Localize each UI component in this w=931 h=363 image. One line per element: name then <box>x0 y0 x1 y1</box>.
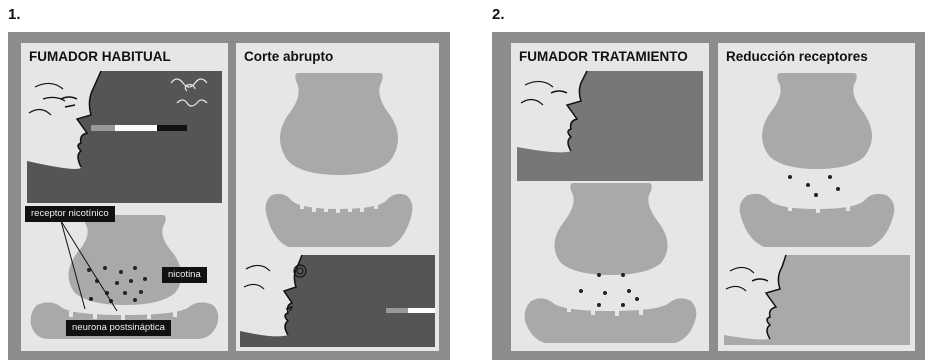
cigarette-ash <box>157 125 187 131</box>
panel-3-illustration <box>511 43 709 351</box>
postsynaptic-neuron <box>525 298 697 343</box>
nicotine-molecules <box>788 175 840 197</box>
label-neurona-postsinaptica: neurona postsináptica <box>66 320 171 336</box>
cigarette-filter <box>386 308 408 313</box>
panel-fumador-habitual: FUMADOR HABITUAL <box>21 43 228 351</box>
cigarette-paper <box>408 308 435 313</box>
panel-reduccion-receptores: Reducción receptores <box>718 43 915 351</box>
postsynaptic-neuron <box>740 194 895 247</box>
presynaptic-terminal <box>762 73 872 169</box>
label-nicotina: nicotina <box>162 267 207 283</box>
panel-fumador-tratamiento: FUMADOR TRATAMIENTO <box>511 43 709 351</box>
postsynaptic-neuron <box>266 194 413 247</box>
panel-corte-abrupto: Corte abrupto <box>236 43 439 351</box>
panel-2-illustration <box>236 43 439 351</box>
cigarette-filter <box>91 125 115 131</box>
panel-4-illustration <box>718 43 915 351</box>
panel-1-illustration <box>21 43 228 351</box>
cigarette-paper <box>115 125 157 131</box>
group-number-2: 2. <box>492 6 505 23</box>
presynaptic-terminal <box>280 73 398 175</box>
group-number-1: 1. <box>8 6 21 23</box>
presynaptic-terminal <box>554 183 667 275</box>
label-receptor-nicotinico: receptor nicotínico <box>25 206 115 222</box>
nicotine-molecules <box>579 273 639 307</box>
